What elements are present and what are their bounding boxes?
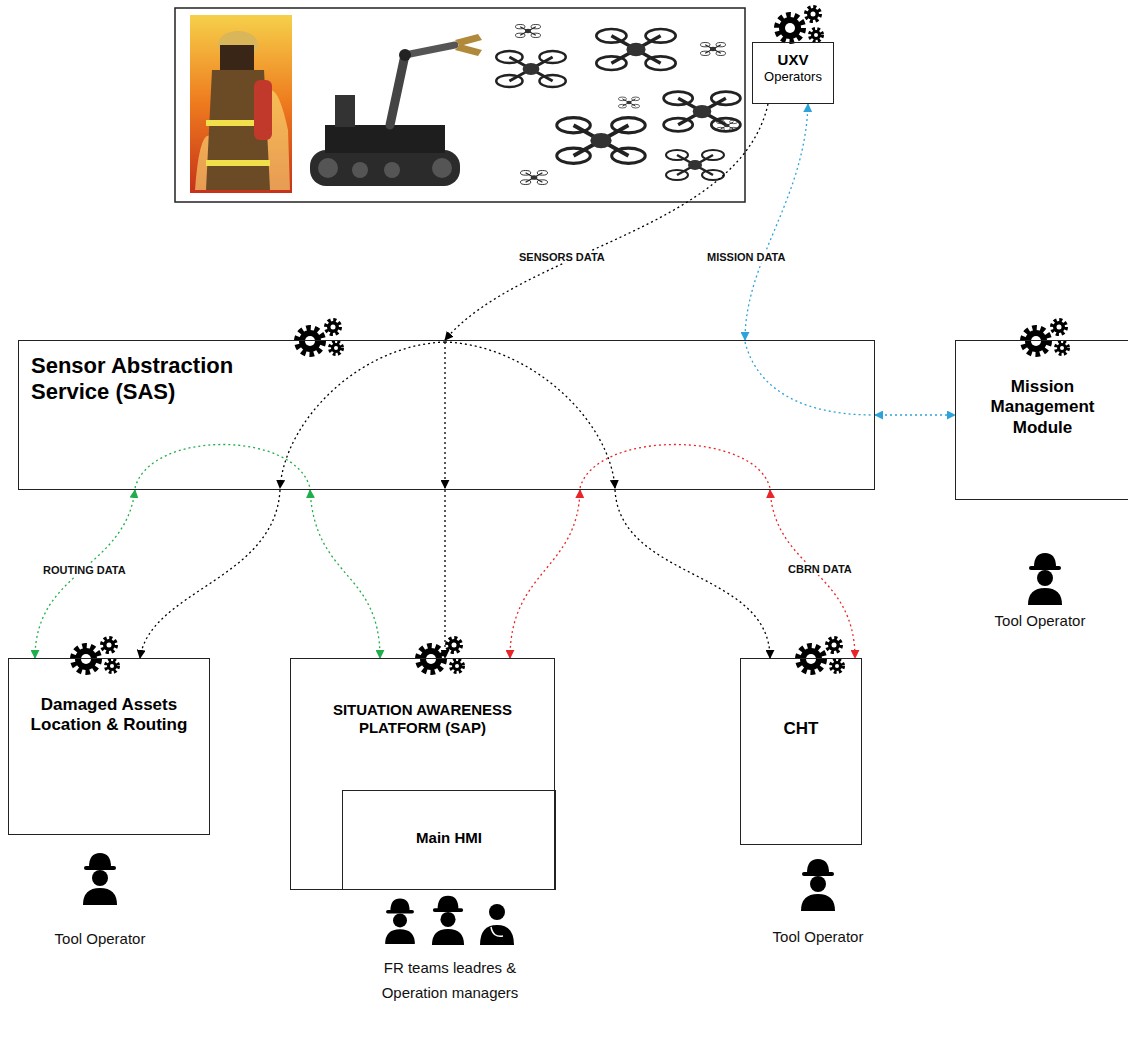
internal-data-routes (135, 342, 873, 488)
tool-operator-icons (1028, 553, 1062, 605)
firefighter-photo (220, 45, 254, 71)
data-flow-arrow (140, 490, 280, 658)
data-flow-arrow (615, 490, 770, 658)
tool-box: Damaged Assets Location & Routing (8, 658, 210, 835)
internal-data-routes (745, 342, 873, 415)
gear-icons (297, 320, 342, 354)
gear-icons (798, 638, 843, 672)
data-flow-arrow (745, 104, 808, 340)
flow-label: ROUTING DATA (40, 564, 129, 576)
fr-team-icons (432, 896, 464, 945)
data-flow-arrow (310, 490, 380, 658)
robot-photo (352, 162, 368, 178)
team-label: FR teams leadres & Operation managers (360, 955, 540, 1005)
drone-swarm-photo (496, 25, 740, 185)
medic-figure (491, 927, 503, 936)
node-title: Damaged Assets Location & Routing (19, 695, 199, 736)
service-band: Sensor Abstraction Service (SAS) (18, 340, 875, 490)
drone-swarm-photo (618, 97, 639, 108)
gear-icons (418, 638, 463, 672)
medic-figure (480, 925, 514, 945)
robot-photo (405, 45, 455, 55)
operator-box: UXVOperators (752, 42, 834, 104)
node-title: Sensor Abstraction Service (SAS) (31, 353, 281, 406)
module-box: Mission Management Module (955, 340, 1128, 500)
node-subtitle: Operators (757, 69, 829, 85)
robot-photo (318, 158, 338, 178)
data-flow-arrow (444, 490, 445, 658)
internal-data-routes (445, 342, 615, 488)
internal-data-routes (280, 342, 445, 488)
drone-swarm-photo (515, 25, 540, 38)
robot-photo (325, 125, 445, 153)
gear-icons (1023, 320, 1068, 354)
node-title: CHT (749, 719, 853, 739)
fr-team-icons (385, 899, 415, 944)
medic-figure (480, 904, 514, 945)
tool-operator-icons (83, 553, 1062, 911)
firefighter-photo (254, 80, 272, 140)
drone-swarm-photo (700, 43, 725, 56)
tool-box: CHT (740, 658, 862, 845)
internal-data-routes (444, 342, 445, 488)
node-title: Mission Management Module (966, 377, 1119, 438)
uxv-frame (175, 8, 745, 202)
robot-photo (310, 150, 460, 186)
data-flow-arrow (35, 490, 135, 658)
role-label: Tool Operator (30, 930, 170, 947)
drone-swarm-photo (496, 51, 566, 87)
firefighter-photo (190, 15, 292, 193)
flow-label: CBRN DATA (785, 563, 855, 575)
robot-photo (455, 44, 482, 56)
firefighter-photo (190, 15, 292, 193)
data-flow-arrow (445, 104, 768, 340)
data-flow-arrow (770, 490, 855, 658)
firefighter-photo (206, 160, 270, 166)
data-flow-arrow (875, 414, 955, 415)
flow-label: SENSORS DATA (516, 251, 608, 263)
fr-team-icons (385, 896, 514, 945)
hmi-box: Main HMI (342, 790, 556, 890)
drone-swarm-photo (596, 29, 675, 70)
gear-icons (73, 638, 118, 672)
robot-photo (335, 95, 355, 127)
role-label: Tool Operator (970, 612, 1110, 629)
robot-photo (390, 55, 405, 125)
drone-swarm-photo (557, 118, 645, 164)
tool-operator-icons (801, 859, 835, 911)
role-label: Tool Operator (748, 928, 888, 945)
drone-swarm-photo (666, 150, 724, 180)
node-title: SITUATION AWARENESS PLATFORM (SAP) (301, 701, 544, 737)
robot-photo (399, 49, 411, 61)
medic-figure (489, 904, 505, 920)
platform-box: SITUATION AWARENESS PLATFORM (SAP) Main H… (290, 658, 555, 890)
tool-operator-icons (83, 853, 117, 905)
drone-swarm-photo (520, 171, 547, 185)
node-title: Main HMI (351, 829, 547, 847)
robot-photo (384, 162, 400, 178)
gear-icons (777, 7, 822, 41)
robot-photo (455, 34, 482, 46)
drone-swarm-photo (716, 120, 737, 131)
robot-photo (310, 34, 482, 186)
internal-data-routes (580, 445, 770, 489)
flow-label: MISSION DATA (704, 251, 788, 263)
drone-swarm-photo (664, 92, 741, 132)
node-title: UXV (757, 51, 829, 69)
robot-photo (432, 158, 452, 178)
data-flow-arrow (510, 490, 580, 658)
internal-data-routes (135, 445, 310, 489)
